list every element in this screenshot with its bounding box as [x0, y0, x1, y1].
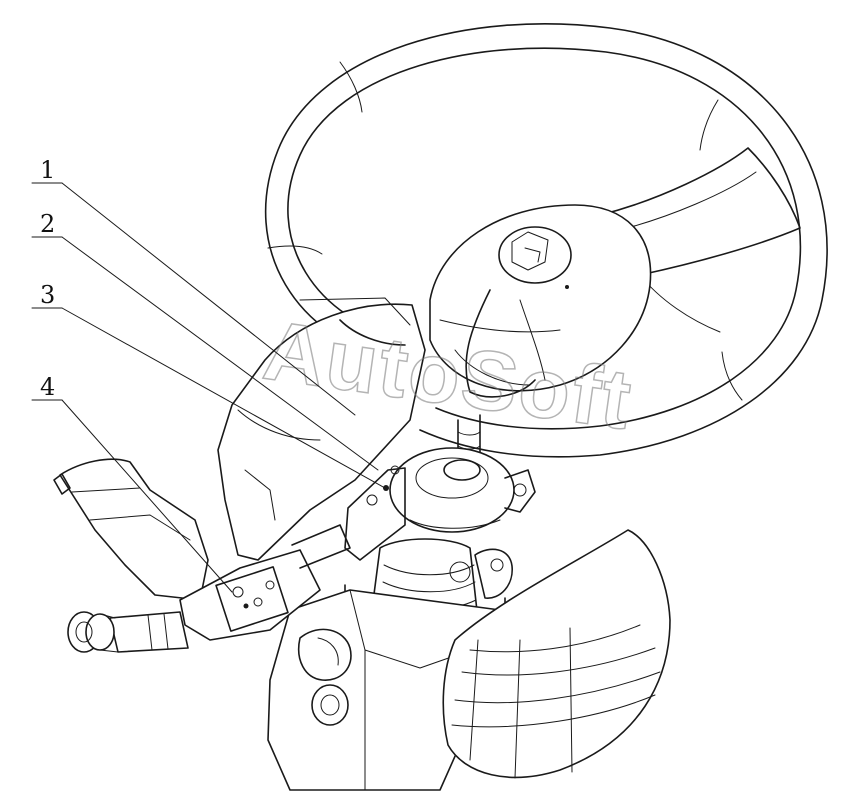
- callout-4: 4: [40, 373, 55, 401]
- steering-hub: [429, 204, 652, 471]
- knee-pad: [442, 529, 671, 779]
- callout-leaders: [31, 182, 386, 593]
- upper-shroud: [217, 297, 426, 561]
- callout-1: 1: [40, 156, 55, 184]
- steering-wheel: [264, 23, 828, 458]
- left-stalk: [53, 458, 351, 653]
- callout-3: 3: [40, 281, 55, 309]
- callout-2: 2: [40, 210, 55, 238]
- combination-switch: [344, 447, 536, 561]
